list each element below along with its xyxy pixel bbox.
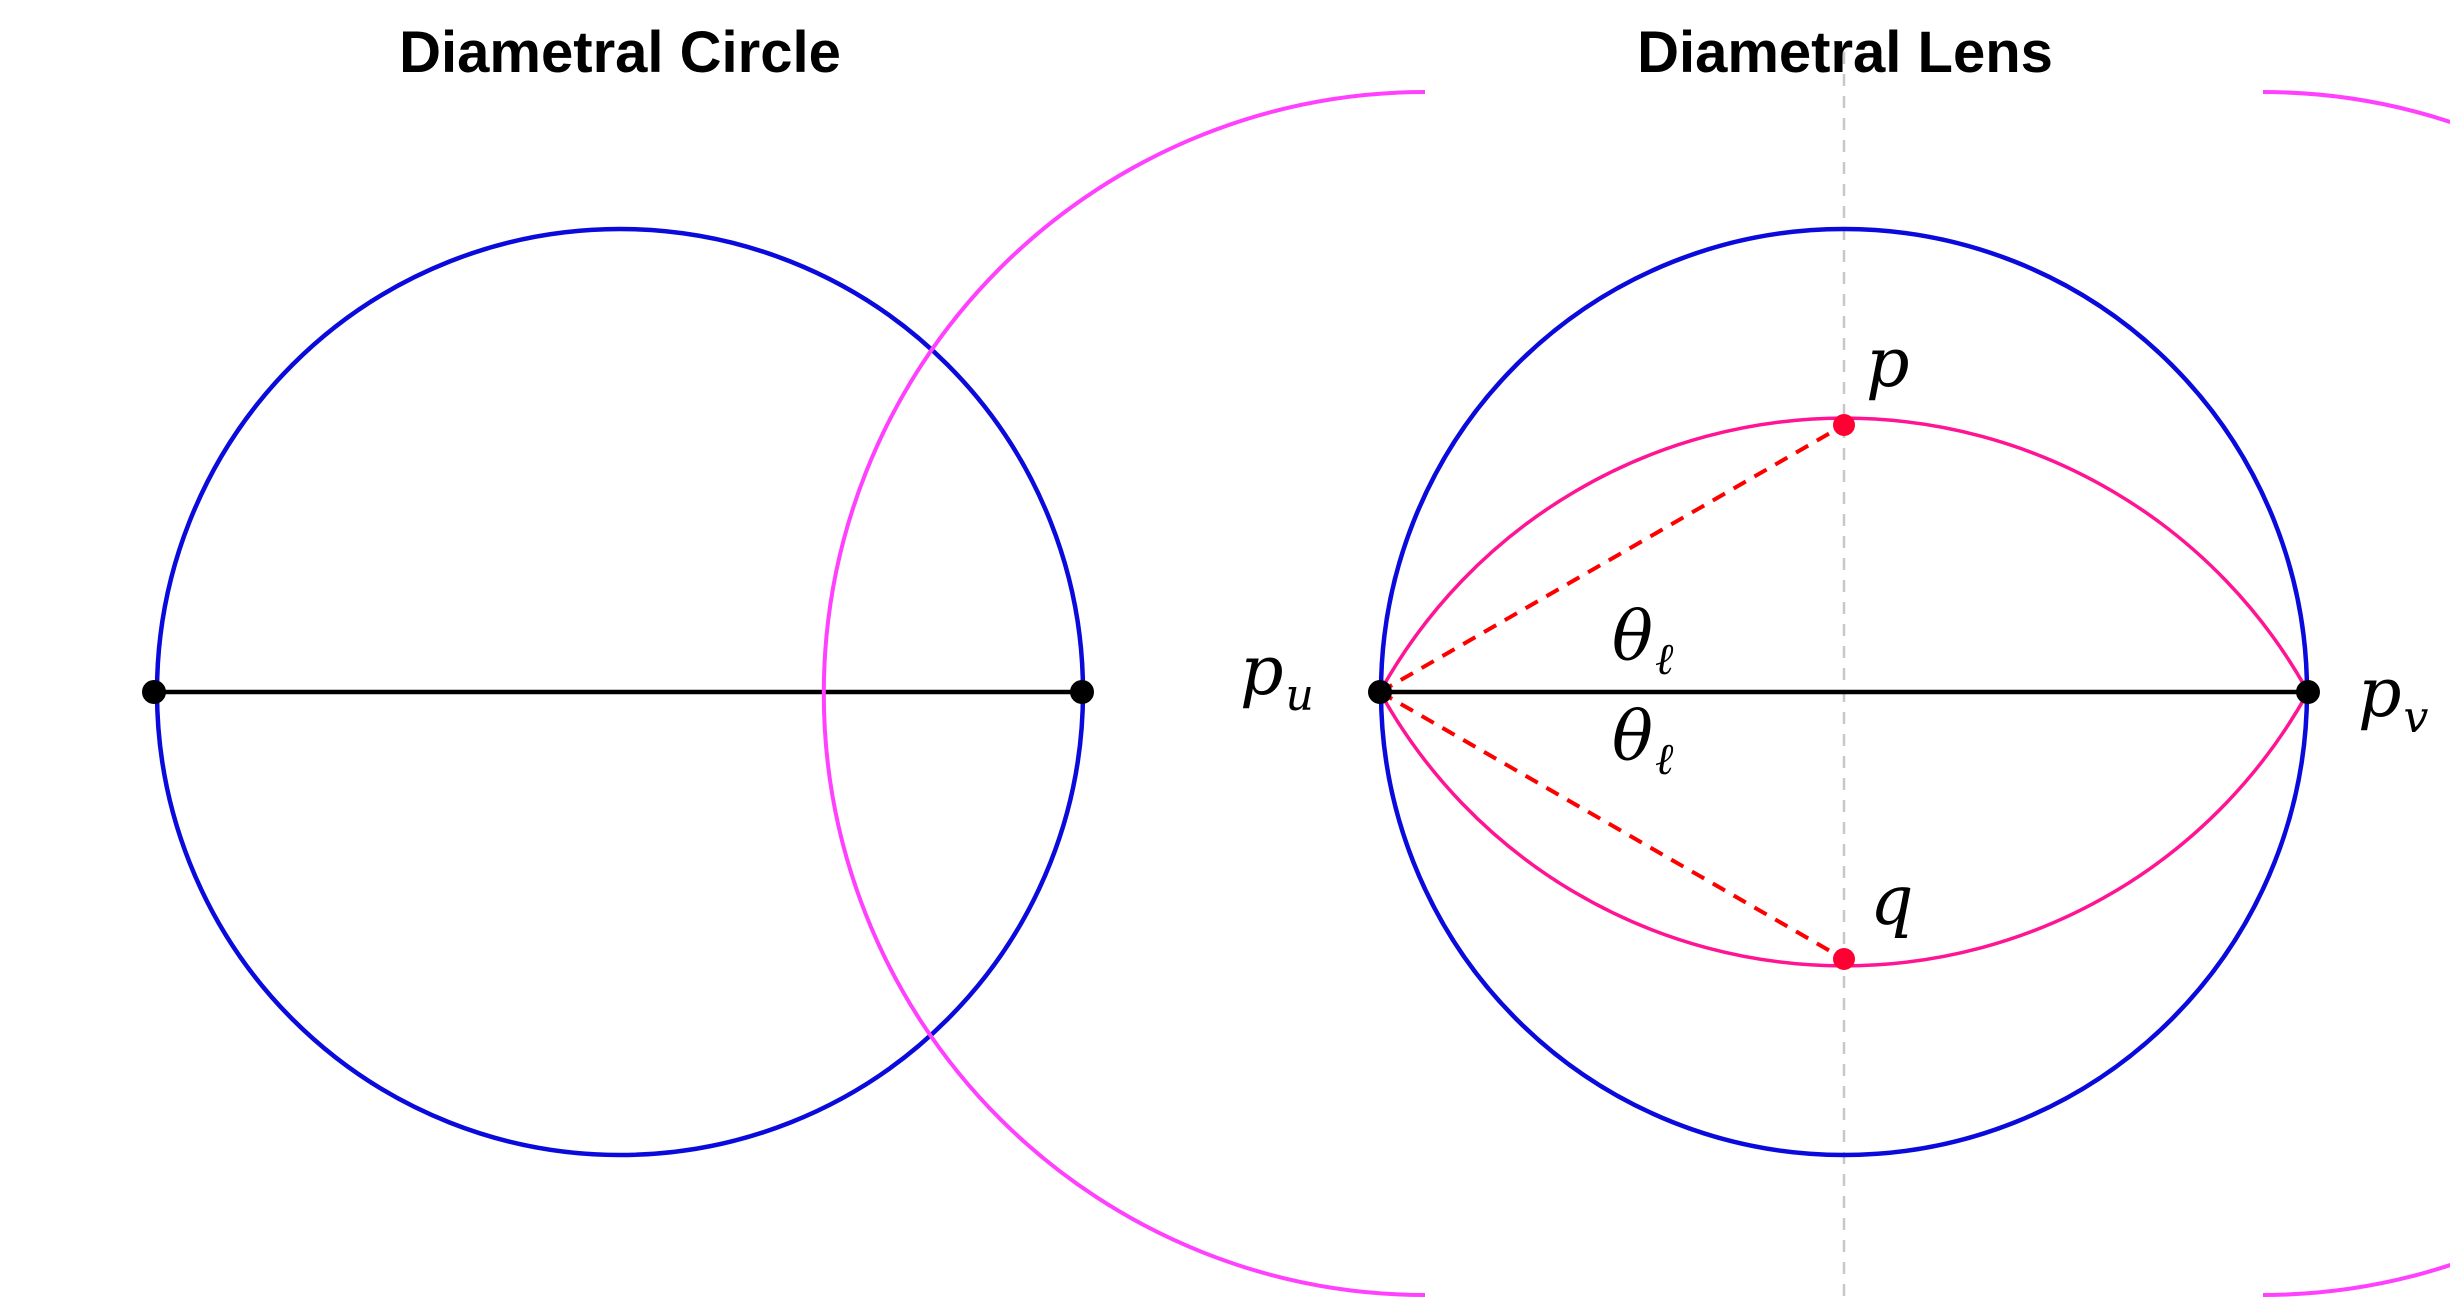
diametral-lens-panel: pu pv p q θℓ θℓ [821,52,2450,1300]
endpoint-right [1070,680,1094,704]
point-pv [2296,680,2320,704]
ray-to-q [1379,690,1845,961]
label-q: q [1870,862,1914,941]
label-theta-upper: θℓ [1612,598,1674,685]
label-pu: pu [1240,632,1314,721]
point-p [1833,414,1855,436]
outer-arc-left [821,90,1426,1297]
label-p: p [1866,324,1910,403]
label-pv: pv [2358,654,2429,743]
diametral-circle-panel [142,226,1094,1158]
ray-to-p [1379,423,1845,694]
endpoint-left [142,680,166,704]
point-pu [1368,680,1392,704]
left-panel-title: Diametral Circle [399,20,841,85]
label-theta-lower: θℓ [1612,698,1674,785]
point-q [1833,948,1855,970]
